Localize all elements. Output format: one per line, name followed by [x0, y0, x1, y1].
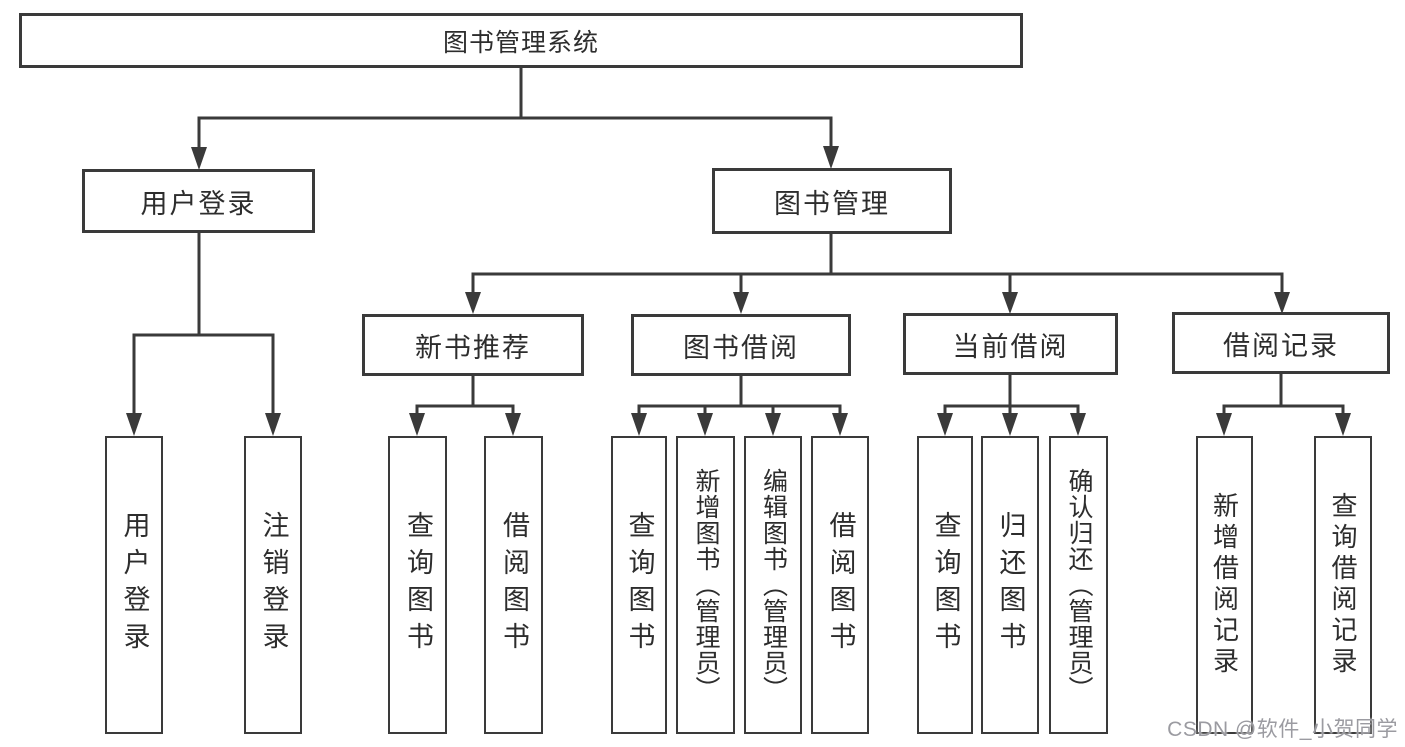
node-leaf-current-query: 查询图书	[917, 436, 973, 734]
arrowheads	[126, 146, 1351, 436]
node-leaf-current-return: 归还图书	[981, 436, 1039, 734]
leaf-label: 借阅图书	[825, 511, 856, 659]
node-leaf-records-add: 新增借阅记录	[1196, 436, 1253, 734]
leaf-label: 注销登录	[258, 511, 289, 659]
node-leaf-borrowing-query: 查询图书	[611, 436, 667, 734]
node-leaf-newbooks-query: 查询图书	[388, 436, 447, 734]
leaf-label: 新增借阅记录	[1209, 492, 1240, 678]
node-leaf-newbooks-borrow: 借阅图书	[484, 436, 543, 734]
leaf-label: 归还图书	[995, 511, 1026, 659]
leaf-label: 编辑图书（管理员）	[759, 468, 788, 702]
node-leaf-user-login: 用户登录	[105, 436, 163, 734]
node-book-borrowing: 图书借阅	[631, 314, 851, 376]
leaf-label: 查询图书	[624, 511, 655, 659]
csdn-watermark: CSDN @软件_小贺同学	[1167, 718, 1398, 741]
node-leaf-records-query: 查询借阅记录	[1314, 436, 1372, 734]
leaf-label: 确认归还（管理员）	[1065, 468, 1093, 702]
leaf-label: 借阅图书	[499, 511, 529, 659]
node-leaf-logout: 注销登录	[244, 436, 302, 734]
node-leaf-borrowing-edit-admin: 编辑图书（管理员）	[744, 436, 802, 734]
node-root-system: 图书管理系统	[19, 13, 1023, 68]
leaf-label: 查询图书	[930, 511, 961, 659]
connector-paths	[132, 68, 1345, 416]
leaf-label: 用户登录	[119, 511, 150, 659]
node-current-borrowing: 当前借阅	[903, 313, 1118, 375]
node-leaf-current-confirm-admin: 确认归还（管理员）	[1049, 436, 1108, 734]
node-new-book-recommend: 新书推荐	[362, 314, 584, 376]
node-borrow-records: 借阅记录	[1172, 312, 1390, 374]
node-book-management-branch: 图书管理	[712, 168, 952, 234]
leaf-label: 新增图书（管理员）	[692, 468, 720, 702]
node-leaf-borrowing-add-admin: 新增图书（管理员）	[676, 436, 735, 734]
leaf-label: 查询图书	[403, 511, 433, 659]
leaf-label: 查询借阅记录	[1328, 492, 1358, 678]
node-user-login-branch: 用户登录	[82, 169, 315, 233]
node-leaf-borrowing-borrow: 借阅图书	[811, 436, 869, 734]
